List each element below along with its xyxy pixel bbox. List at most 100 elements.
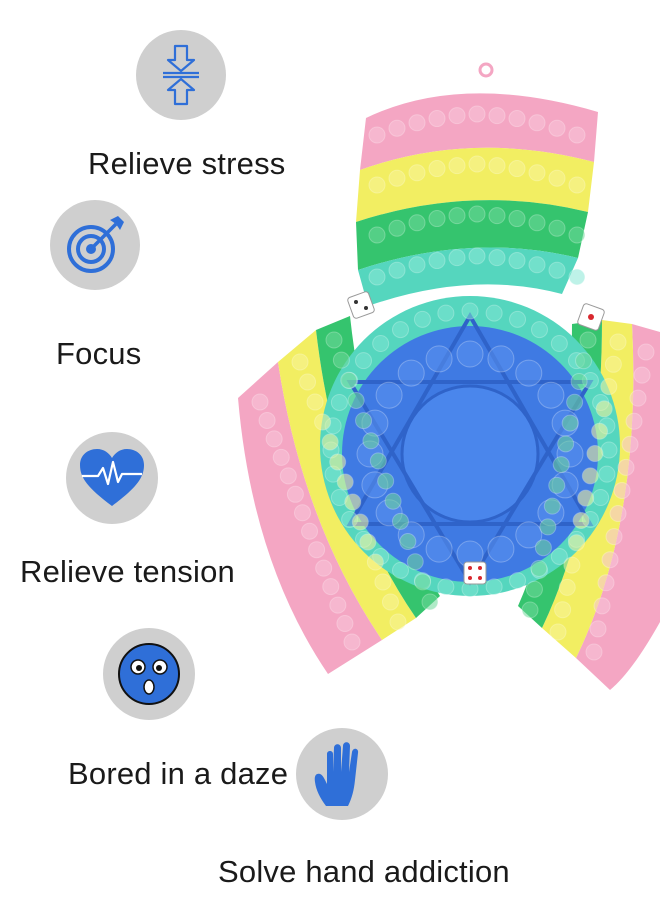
- pop-bubble: [461, 302, 479, 320]
- pop-bubble: [568, 226, 586, 244]
- pop-bubble: [637, 343, 655, 361]
- pop-bubble: [521, 601, 539, 619]
- pop-bubble: [329, 453, 347, 471]
- pop-bubble: [425, 345, 453, 373]
- focus-icon-circle: [50, 200, 140, 290]
- pop-bubble: [448, 207, 466, 225]
- pop-bubble: [265, 430, 283, 448]
- pop-bubble: [595, 400, 613, 418]
- pop-bubble: [384, 492, 402, 510]
- pop-bubbles: [251, 105, 655, 661]
- pop-bubble: [539, 518, 557, 536]
- pop-bubble: [487, 345, 515, 373]
- pop-bubble: [508, 110, 526, 128]
- pop-bubble: [525, 580, 543, 598]
- pop-bubble: [389, 613, 407, 631]
- relieve-tension-icon-circle: [66, 432, 158, 524]
- pop-bubble: [508, 210, 526, 228]
- pop-bubble: [528, 214, 546, 232]
- pop-bubble: [314, 413, 332, 431]
- pop-bubble: [592, 489, 610, 507]
- pop-bubble: [600, 441, 618, 459]
- pop-bubble: [568, 176, 586, 194]
- pop-bubble: [279, 467, 297, 485]
- pop-bubble: [566, 393, 584, 411]
- bored-icon-circle: [103, 628, 195, 720]
- pop-bubble: [414, 573, 432, 591]
- dice: [347, 291, 605, 585]
- pop-bubble: [428, 252, 446, 270]
- pop-bubble: [589, 620, 607, 638]
- pop-bubble: [368, 268, 386, 286]
- pop-bubble: [330, 393, 348, 411]
- pop-bubble: [315, 559, 333, 577]
- pop-bubble: [550, 335, 568, 353]
- pop-bubble: [392, 561, 409, 579]
- pop-bubble: [468, 205, 486, 223]
- relieve-stress-icon-circle: [136, 30, 226, 120]
- pop-bubble: [617, 458, 635, 476]
- pop-bubble: [344, 493, 362, 511]
- pop-bubble: [291, 353, 309, 371]
- pop-bubble: [548, 476, 566, 494]
- pop-bubble: [437, 304, 455, 322]
- pop-bubble: [397, 359, 425, 387]
- pop-bubble: [548, 169, 566, 187]
- pop-bubble: [581, 467, 599, 485]
- pop-bubble: [428, 160, 446, 178]
- benefit-label-hand-addiction: Solve hand addiction: [218, 854, 510, 889]
- pop-bubble: [336, 615, 354, 633]
- pop-bubble: [355, 352, 373, 370]
- pop-bubble: [585, 643, 603, 661]
- pop-bubble: [554, 601, 572, 619]
- pop-bubble: [485, 304, 503, 322]
- pop-bubble: [406, 553, 424, 571]
- pop-bubble: [488, 107, 506, 125]
- pop-bubble: [329, 596, 347, 614]
- rainbow-pop-board-image: [238, 62, 660, 690]
- pop-bubble: [366, 553, 384, 571]
- target-arrow-icon: [67, 216, 124, 273]
- pop-bubble: [322, 578, 340, 596]
- pop-bubble: [557, 435, 575, 453]
- pop-bubble: [272, 448, 290, 466]
- pop-bubble: [508, 160, 526, 178]
- pop-bubble: [586, 445, 604, 463]
- pop-bubble: [372, 335, 390, 353]
- pop-bubble: [528, 256, 546, 274]
- pop-bubble: [391, 512, 409, 530]
- pop-bubble: [604, 355, 622, 373]
- pop-bubble: [377, 472, 395, 490]
- pop-bubble: [388, 219, 406, 237]
- benefit-label-focus: Focus: [56, 336, 142, 371]
- pop-bubble: [369, 452, 387, 470]
- pop-bubble: [448, 249, 466, 267]
- pop-bubble: [515, 359, 543, 387]
- pop-bubble: [567, 534, 585, 552]
- pop-bubble: [609, 333, 627, 351]
- pop-bubble: [550, 547, 568, 565]
- pop-bubble: [375, 381, 403, 409]
- pop-bubble: [428, 110, 446, 128]
- pop-bubble: [306, 393, 324, 411]
- pop-bubble: [563, 556, 581, 574]
- pop-bubble: [293, 504, 311, 522]
- pop-bubble: [388, 169, 406, 187]
- pop-bubble: [258, 411, 276, 429]
- pop-bubble: [437, 578, 455, 596]
- pop-bubble: [332, 351, 350, 369]
- pop-bubble: [468, 247, 486, 265]
- pop-bubble: [549, 623, 567, 641]
- pop-bubble: [408, 164, 426, 182]
- pop-bubble: [488, 207, 506, 225]
- pop-bubble: [568, 126, 586, 144]
- pop-bubble: [368, 226, 386, 244]
- pop-bubble: [374, 573, 392, 591]
- pop-bubble: [321, 433, 339, 451]
- pop-bubble: [343, 633, 361, 651]
- dazed-face-icon: [118, 643, 180, 705]
- pop-bubble: [347, 391, 365, 409]
- pop-bubble: [508, 252, 526, 270]
- pop-bubble: [448, 107, 466, 125]
- pop-bubble: [548, 119, 566, 137]
